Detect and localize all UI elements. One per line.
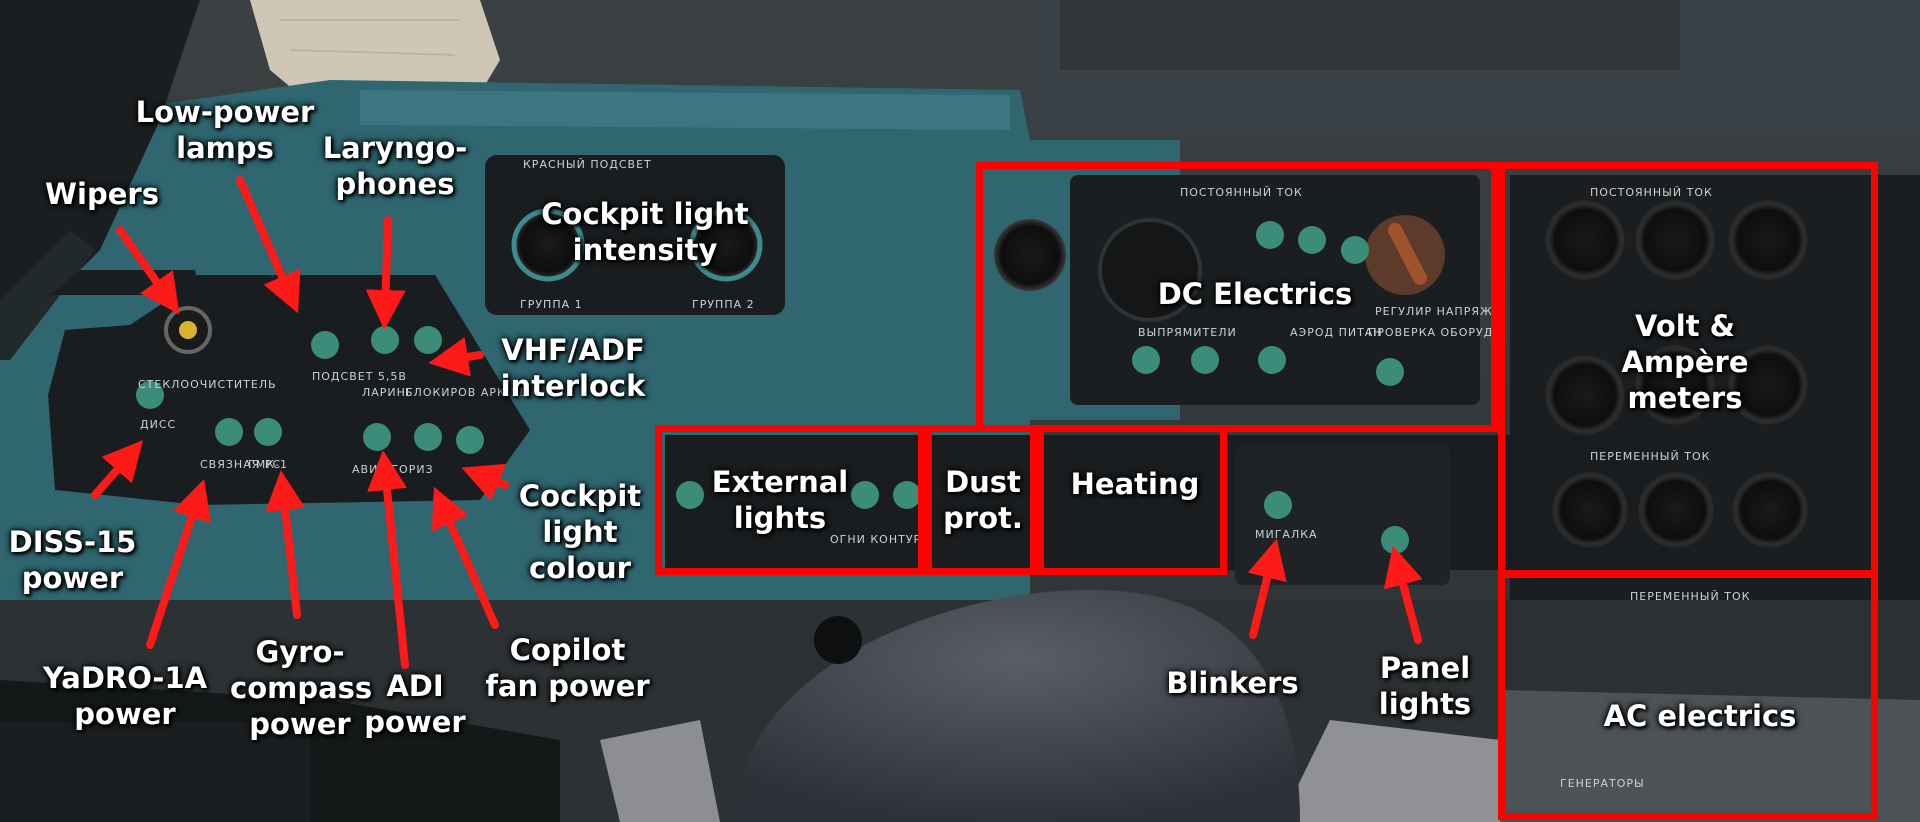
external-lights-box bbox=[655, 425, 925, 575]
panel-text-blokirov-ark: БЛОКИРОВ АРК-УД bbox=[405, 386, 529, 399]
label-panel-lights: Panel lights bbox=[1378, 651, 1472, 721]
dust-prot-box bbox=[925, 425, 1037, 575]
panel-text-postoyanny-tok: ПОСТОЯННЫЙ ТОК bbox=[1180, 186, 1303, 199]
panel-text-peremenny-tok-2: ПЕРЕМЕННЫЙ ТОК bbox=[1630, 590, 1751, 603]
panel-text-stekloochistitel: СТЕКЛООЧИСТИТЕЛЬ bbox=[138, 378, 277, 391]
label-blinkers: Blinkers bbox=[1166, 666, 1299, 700]
label-laryngophones: Laryngo- phones bbox=[322, 131, 468, 201]
label-copilot-fan-power: Copilot fan power bbox=[485, 633, 650, 703]
panel-text-proverka-oborud: ПРОВЕРКА ОБОРУД bbox=[1368, 326, 1494, 339]
panel-text-generatory: ГЕНЕРАТОРЫ bbox=[1560, 777, 1645, 790]
panel-text-migalka: МИГАЛКА bbox=[1255, 528, 1318, 541]
label-dc-electrics: DC Electrics bbox=[1157, 277, 1353, 311]
label-low-power-lamps: Low-power lamps bbox=[135, 95, 315, 165]
label-cockpit-light-colour: Cockpit light colour bbox=[518, 479, 642, 585]
panel-text-diss: ДИСС bbox=[140, 418, 177, 431]
panel-text-gruppa1: ГРУППА 1 bbox=[520, 298, 583, 311]
panel-text-svyaznaya-rs: СВЯЗНАЯ РС bbox=[200, 458, 282, 471]
panel-text-postoyanny-tok-2: ПОСТОЯННЫЙ ТОК bbox=[1590, 186, 1713, 199]
panel-text-regulir-napryazh: РЕГУЛИР НАПРЯЖ bbox=[1375, 305, 1493, 318]
label-vhf-adf-interlock: VHF/ADF interlock bbox=[500, 333, 646, 403]
label-diss15-power: DISS-15 power bbox=[8, 525, 137, 595]
label-yadro-power: YaDRO-1A power bbox=[42, 661, 208, 731]
panel-text-vypryamiteli: ВЫПРЯМИТЕЛИ bbox=[1138, 326, 1237, 339]
ac-electrics-box bbox=[1498, 570, 1878, 820]
heating-box bbox=[1037, 425, 1227, 575]
panel-text-aerodr-pitan: АЭРОД ПИТАН bbox=[1290, 326, 1383, 339]
label-heating: Heating bbox=[1070, 467, 1200, 501]
label-wipers: Wipers bbox=[45, 177, 159, 211]
label-external-lights: External lights bbox=[711, 465, 849, 535]
label-volt-ampere-meters: Volt & Ampère meters bbox=[1621, 309, 1749, 415]
panel-text-gmk1: ГМК-1 bbox=[248, 458, 288, 471]
panel-text-gruppa2: ГРУППА 2 bbox=[692, 298, 755, 311]
label-cockpit-light-intensity: Cockpit light intensity bbox=[541, 197, 749, 267]
panel-text-peremenny-tok: ПЕРЕМЕННЫЙ ТОК bbox=[1590, 450, 1711, 463]
panel-text-podsvet-5v: ПОДСВЕТ 5,5В bbox=[312, 370, 407, 383]
label-gyrocompass-power: Gyro- compass power bbox=[230, 635, 373, 741]
panel-text-larings: ЛАРИНГ bbox=[362, 386, 414, 399]
panel-text-krasny-podsvet: КРАСНЫЙ ПОДСВЕТ bbox=[523, 158, 652, 171]
label-adi-power: ADI power bbox=[364, 669, 466, 739]
label-ac-electrics: AC electrics bbox=[1603, 699, 1797, 733]
dc-electrics-box bbox=[976, 162, 1498, 432]
panel-text-ogni-kontur: ОГНИ КОНТУР bbox=[830, 533, 922, 546]
label-dust-prot: Dust prot. bbox=[943, 465, 1023, 535]
